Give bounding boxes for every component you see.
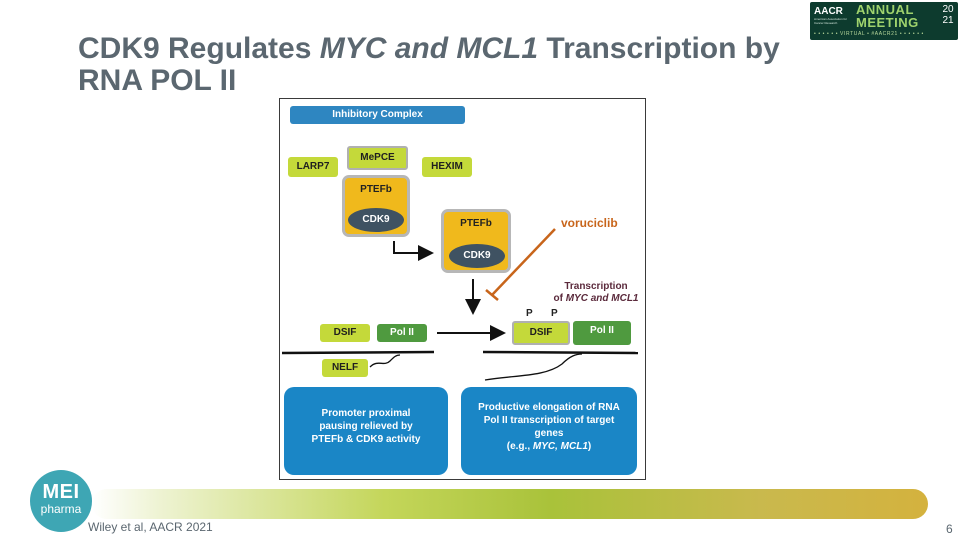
aacr-annual-meeting-badge: AACR American Association for Cancer Res… [810,2,958,40]
elbow-arrow [393,241,434,261]
badge-footer: • • • • • • VIRTUAL • #AACR21 • • • • • … [814,31,924,37]
phospho-label-2: P [551,308,558,319]
footer-gradient-band [92,489,928,519]
aacr-logo-subtext: American Association for Cancer Research [814,17,848,25]
dsif-box-elongating: DSIF [512,321,570,345]
larp7-box: LARP7 [288,157,338,177]
productive-elongation-example: (e.g., MYC, MCL1) [461,440,637,453]
example-genes: MYC, MCL1 [532,441,588,452]
page-number: 6 [946,522,953,536]
title-italic: MYC and MCL1 [319,32,539,65]
transcription-genes: MYC and MCL1 [565,293,639,304]
pol2-box-paused: Pol II [377,324,427,342]
citation: Wiley et al, AACR 2021 [88,520,213,534]
aacr-logo: AACR American Association for Cancer Res… [814,6,850,30]
mei-pharma-logo: MEI pharma [30,470,92,532]
badge-line-1: ANNUAL [856,2,914,17]
dsif-box-paused: DSIF [320,324,370,342]
ptefb-label: PTEFb [360,184,392,195]
cdk9-ellipse: CDK9 [348,208,404,232]
ptefb-complex-inhibited: PTEFb CDK9 [342,175,410,237]
inhibition-bar [485,289,499,301]
mepce-box: MePCE [347,146,408,170]
rna-short [369,354,401,368]
cdk9-ellipse-active: CDK9 [449,244,505,268]
transcription-prefix: of [553,293,566,304]
cdk9-mechanism-diagram: Inhibitory Complex LARP7 MePCE HEXIM PTE… [279,98,646,480]
productive-elongation-text: Productive elongation of RNA Pol II tran… [478,402,620,439]
pol2-box-elongating: Pol II [573,321,631,345]
nelf-box: NELF [322,359,368,377]
inhibition-line [491,228,556,296]
mei-logo-subtext: pharma [40,502,82,516]
inhibitory-complex-label: Inhibitory Complex [290,106,465,124]
ptefb-complex-active: PTEFb CDK9 [441,209,511,273]
badge-title: ANNUAL MEETING [856,3,919,29]
dna-line-right [482,350,639,355]
example-prefix: (e.g., [506,441,533,452]
badge-year: 20 21 [940,4,956,26]
promoter-pausing-text: Promoter proximal pausing relieved by PT… [311,408,421,445]
ptefb-label-active: PTEFb [460,218,492,229]
example-suffix: ) [587,441,592,452]
diagram-arrows-layer [281,228,639,381]
title-part-1: CDK9 Regulates [78,32,320,65]
rna-long [484,353,583,381]
transcription-line-1: Transcription [564,281,628,292]
transcription-label: Transcription of MYC and MCL1 [548,281,644,305]
badge-year-top: 20 [942,4,954,15]
productive-elongation-box: Productive elongation of RNA Pol II tran… [461,387,637,475]
aacr-logo-text: AACR [814,6,843,17]
phospho-label-1: P [526,308,533,319]
dna-line-left [281,350,435,355]
badge-year-bottom: 21 [942,15,954,26]
promoter-pausing-box: Promoter proximal pausing relieved by PT… [284,387,448,475]
badge-line-2: MEETING [856,15,919,30]
slide-title: CDK9 Regulates MYC and MCL1 Transcriptio… [78,33,838,97]
title-part-2: Transcription by RNA POL II [78,32,780,97]
hexim-box: HEXIM [422,157,472,177]
mei-logo-text: MEI [42,481,80,503]
transcription-line-2: of MYC and MCL1 [548,293,644,305]
voruciclib-label: voruciclib [561,216,618,230]
